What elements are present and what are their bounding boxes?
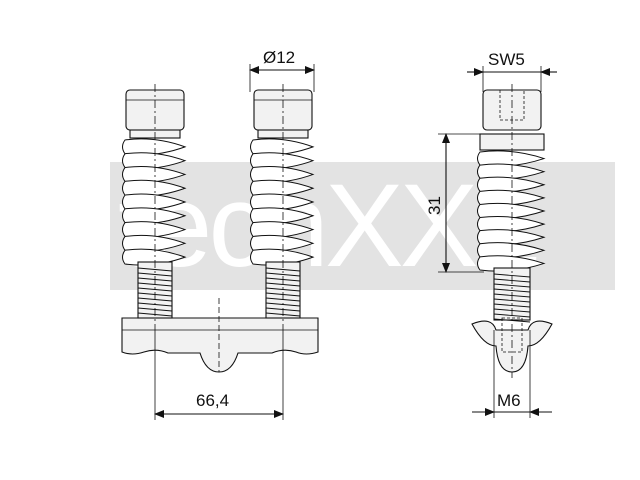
right-spring (250, 138, 315, 266)
center-distance-label: 66,4 (196, 391, 229, 410)
spring-coil (250, 138, 315, 156)
thread-size-label: M6 (497, 391, 521, 410)
thread-line (265, 272, 301, 277)
thread-line (493, 288, 531, 293)
spring-coil (122, 138, 187, 156)
single-bolt-side-view (471, 84, 553, 378)
thread-line (493, 303, 531, 308)
diameter-label: Ø12 (263, 48, 295, 67)
spring-height-dimension: 31 (425, 133, 484, 273)
diameter-dimension: Ø12 (249, 48, 315, 92)
right-bolt (250, 84, 315, 330)
left-bolt (122, 84, 187, 330)
thread-line (265, 282, 301, 287)
thread-line (137, 287, 173, 292)
wrench-size-label: SW5 (488, 50, 525, 69)
thread-line (493, 283, 531, 288)
thread-line (265, 287, 301, 292)
wrench-size-dimension: SW5 (467, 50, 557, 92)
foot-socket (501, 317, 523, 353)
spring-height-label: 31 (425, 196, 444, 215)
thread-line (137, 267, 173, 272)
left-spring (122, 138, 187, 266)
thread-line (137, 282, 173, 287)
thread-line (265, 267, 301, 272)
thread-line (137, 272, 173, 277)
watermark-text: techXXL (118, 160, 536, 292)
double-bolt-assembly (121, 84, 319, 373)
thread-line (493, 298, 531, 303)
thread-size-dimension: M6 (472, 330, 552, 418)
base-plate (121, 317, 319, 373)
center-distance-dimension: 66,4 (154, 330, 284, 420)
thread-line (493, 273, 531, 278)
side-spring (477, 150, 546, 272)
